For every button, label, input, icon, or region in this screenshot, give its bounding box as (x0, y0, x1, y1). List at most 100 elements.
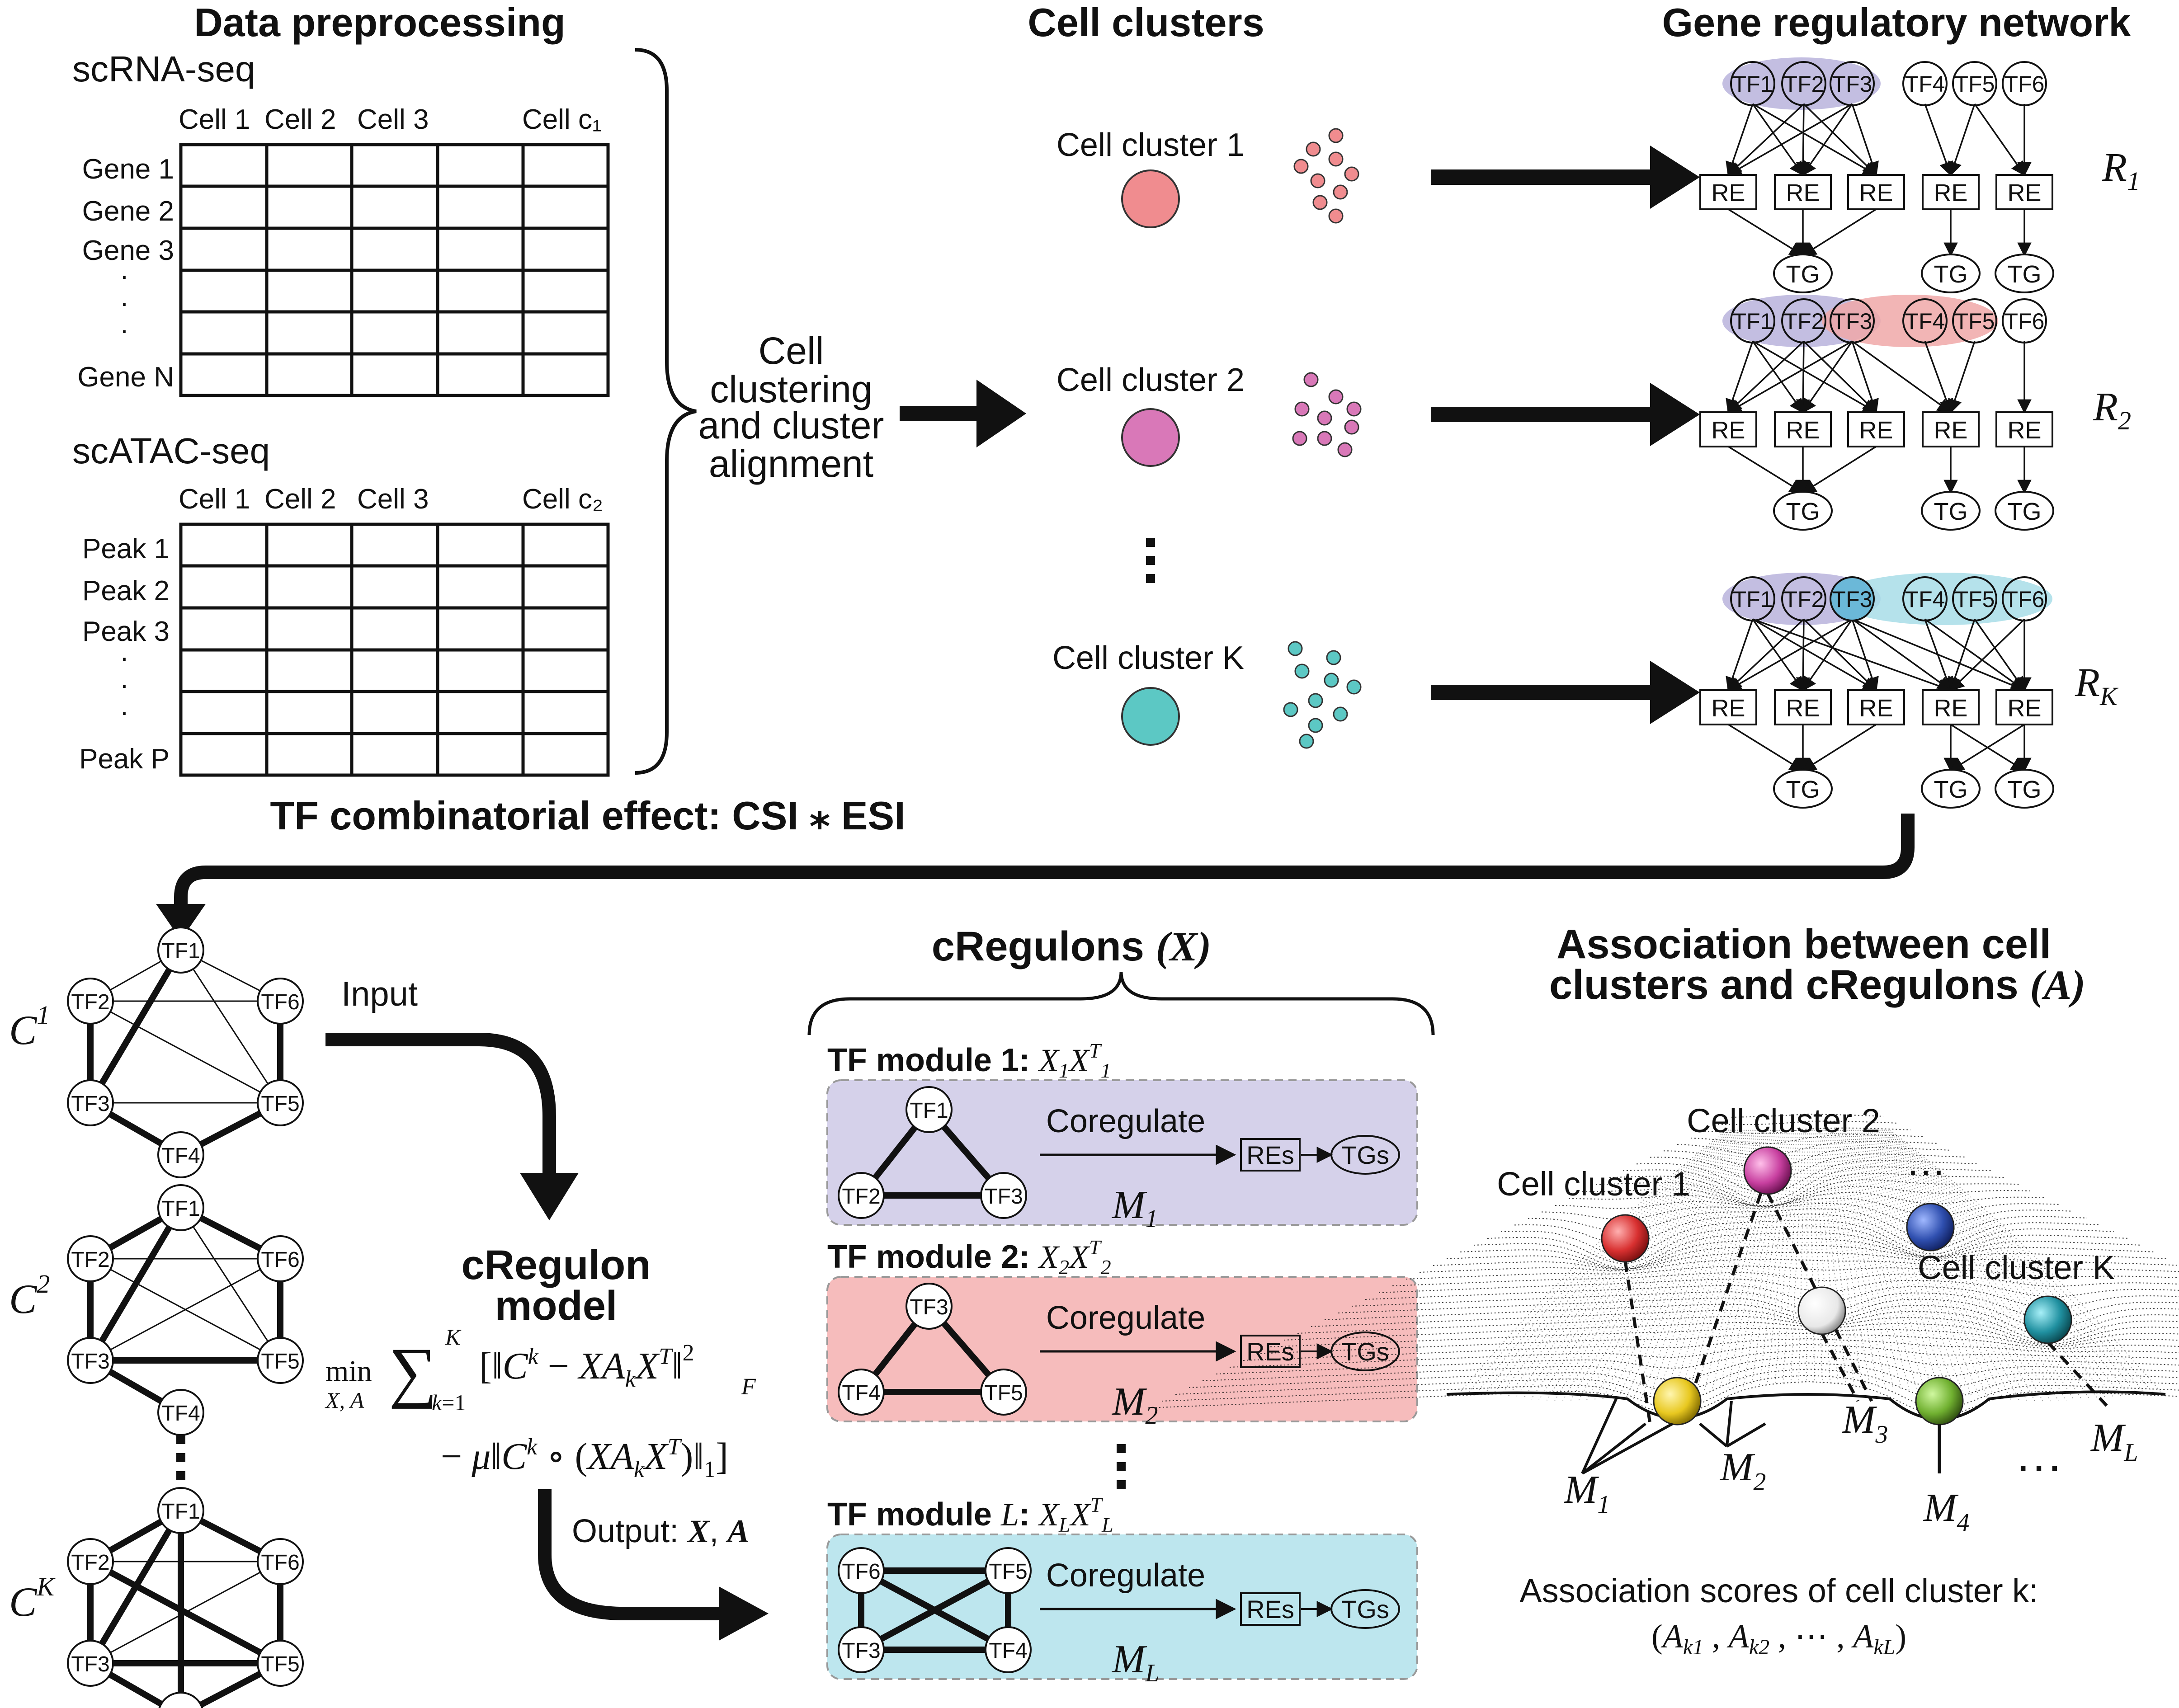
tf-re-edge (1803, 618, 1877, 692)
scatac-column-headers: Cell 1 Cell 2 Cell 3 Cell c₂ (179, 484, 603, 515)
re-node: RE (1774, 411, 1832, 447)
re-node: RE (1699, 411, 1757, 447)
c-node-label: TF5 (261, 1092, 299, 1116)
tg-node-label: TG (1786, 776, 1820, 803)
tf-re-edge (1796, 104, 1811, 177)
cell-clusters-panel: Cell clusters Cell cluster 1 Cell cluste… (1028, 0, 1700, 749)
tf-effect-arrowhead (156, 904, 206, 940)
tg-node-label: TG (1934, 261, 1968, 288)
module-node: TF2 (838, 1172, 885, 1219)
ball-cluster-1 (1601, 1214, 1650, 1263)
c-node-label: TF1 (161, 1197, 200, 1221)
tf-re-edge (1924, 619, 1953, 692)
scrna-row-3: Gene 3 (82, 235, 174, 266)
module-node: TF4 (985, 1626, 1032, 1673)
re-node: RE (1922, 689, 1980, 725)
cluster-1-cells (1293, 128, 1359, 224)
tf-node-label: TF3 (1832, 587, 1872, 612)
tg-node: TG (1773, 491, 1833, 531)
clustering-step: Cell clustering and cluster alignment (698, 329, 1026, 485)
re-node-label: RE (2007, 695, 2041, 722)
tf-module-title: TF module L: XLXTL (827, 1493, 1113, 1536)
tf-re-edge (1924, 618, 2026, 691)
clustering-label-line3: and cluster (698, 404, 884, 447)
clustering-label-line2: clustering (710, 368, 873, 410)
module-label: M1 (1111, 1183, 1158, 1233)
tf-re-edge (1803, 103, 1877, 176)
tf-node-tf4: TF4 (1902, 298, 1948, 343)
tf-re-edge (1802, 341, 1853, 414)
module-edge (859, 1567, 1010, 1653)
module-node: TF4 (838, 1369, 885, 1416)
re-node: RE (1847, 689, 1905, 725)
landscape-base (1446, 1390, 2166, 1421)
tf-node-tf3: TF3 (1830, 61, 1875, 106)
tf-node-label: TF5 (1955, 309, 1995, 334)
tf-combinatorial-effect: TF combinatorial effect: CSI ⁎ ESI (156, 793, 1915, 940)
tg-node-label: TG (1786, 498, 1820, 525)
tf-node-label: TF1 (1733, 309, 1773, 334)
cluster-2-centroid (1121, 408, 1180, 467)
scatac-vdots: · (120, 669, 129, 700)
tg-node-label: TG (2008, 261, 2042, 288)
coregulate-label: Coregulate (1046, 1557, 1205, 1594)
re-tg-edge (1949, 724, 2025, 772)
tf-module-title: TF module 2: X2XT2 (827, 1236, 1111, 1279)
landscape-module-label: M4 (1923, 1486, 1969, 1537)
association-link (2047, 1341, 2108, 1407)
c-node-tf3: TF3 (67, 1337, 114, 1384)
tf-node-label: TF2 (1784, 71, 1824, 97)
ball-module-m1 (1653, 1377, 1702, 1426)
c-node-tf2: TF2 (67, 1538, 114, 1585)
cluster-1-centroid (1121, 169, 1180, 228)
tf-re-edge (1851, 341, 1879, 414)
tf-node-tf2: TF2 (1781, 576, 1826, 621)
re-node: RE (1995, 411, 2053, 447)
coregulate-label: Coregulate (1046, 1300, 1205, 1336)
c-node-label: TF3 (71, 1092, 109, 1116)
output-label: Output: X, A (572, 1513, 749, 1549)
c-edge-strong (87, 948, 184, 1105)
svg-text:∑: ∑ (389, 1334, 437, 1409)
tf-re-edge (1924, 104, 1953, 176)
scrna-row-headers: Gene 1 Gene 2 Gene 3 · · · Gene N (77, 154, 174, 393)
grn-title: Gene regulatory network (1662, 0, 2132, 45)
scrna-title: scRNA-seq (72, 49, 255, 89)
res-box (1240, 1592, 1301, 1626)
module-node: TF3 (906, 1283, 953, 1330)
tf-module-shade (1822, 295, 1998, 347)
preprocessing-title: Data preprocessing (194, 0, 566, 45)
tf-node-tf4: TF4 (1902, 61, 1948, 106)
tf-re-edge (1752, 103, 1804, 176)
module-node-label: TF5 (989, 1560, 1027, 1584)
module-node-label: TF3 (842, 1639, 880, 1663)
scrna-row-n: Gene N (77, 362, 174, 393)
re-tg-edge (1728, 724, 1804, 772)
re-node-label: RE (1711, 179, 1745, 207)
tg-node: TG (1995, 769, 2054, 809)
c-edge-weak (180, 950, 281, 1103)
module-node: TF3 (838, 1626, 885, 1673)
model-title-line1: cRegulon (461, 1242, 651, 1288)
output-arrow (538, 1489, 723, 1620)
c-edge-strong (89, 1558, 282, 1666)
tf-re-edge (1727, 340, 1853, 413)
re-node: RE (1995, 174, 2053, 210)
c-node-tf4: TF4 (157, 1389, 204, 1436)
tf-module-shade (1835, 573, 2052, 625)
tg-node-label: TG (1934, 776, 1968, 803)
tgs-ellipse (1330, 1332, 1400, 1371)
scrna-vdots: · (120, 315, 129, 345)
c-node-label: TF3 (71, 1652, 109, 1676)
svg-text:min: min (325, 1355, 372, 1388)
landscape-label-cluster-2: Cell cluster 2 (1687, 1102, 1880, 1139)
tf-effect-label: TF combinatorial effect: CSI ⁎ ESI (270, 793, 905, 838)
c-node-tf3: TF3 (67, 1079, 114, 1126)
re-node-label: RE (2007, 179, 2041, 207)
clustering-label-line1: Cell (759, 329, 824, 372)
module-node: TF6 (838, 1547, 885, 1594)
re-node: RE (1774, 174, 1832, 210)
